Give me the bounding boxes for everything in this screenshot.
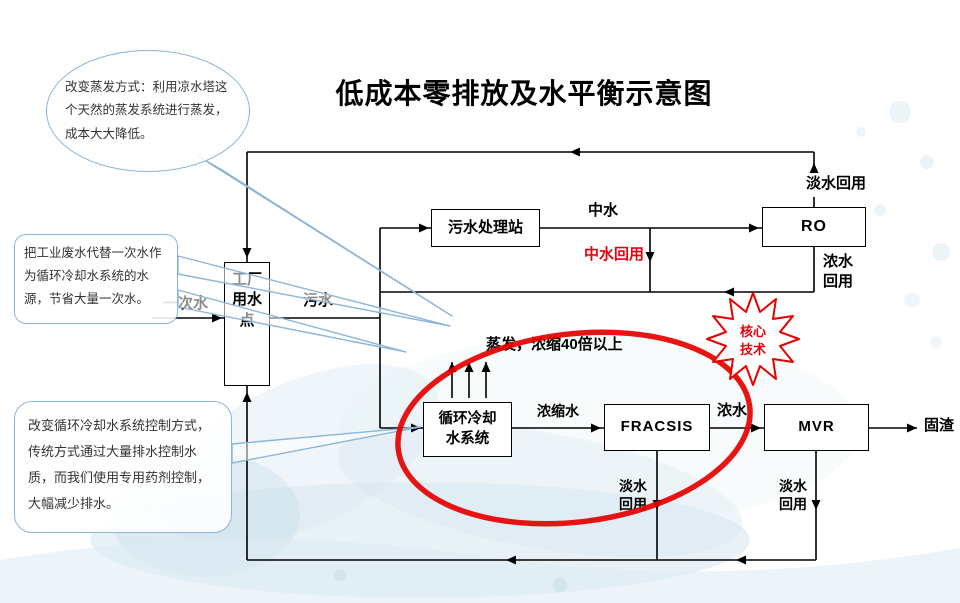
callout-control: 改变循环冷却水系统控制方式，传统方式通过大量排水控制水质，而我们使用专用药剂控制… <box>14 401 232 533</box>
flow-node-ro: RO <box>762 207 866 247</box>
flow-node-sewage-plant-label: 污水处理站 <box>447 218 523 236</box>
flow-node-cooling-system-label: 循环冷却水系统 <box>438 410 497 447</box>
flow-node-fracsis: FRACSIS <box>604 404 710 451</box>
label-reclaimed-water-reuse: 中水回用 <box>584 246 645 263</box>
flow-node-mvr-label: MVR <box>798 418 835 436</box>
flow-node-ro-label: RO <box>801 218 827 236</box>
label-fresh-water-reuse-mvr: 淡水回用 <box>779 478 807 513</box>
callout-pointer-wastewater-a <box>177 255 451 327</box>
flow-node-fracsis-label: FRACSIS <box>620 418 694 436</box>
core-technology-starburst <box>706 292 800 386</box>
label-solid-residue: 固渣 <box>924 417 955 434</box>
core-technology-badge: 核心技术 <box>739 324 766 358</box>
label-reclaimed-water: 中水 <box>588 202 619 219</box>
red-emphasis-ellipse <box>395 329 753 527</box>
label-concentrate: 浓水 <box>717 402 748 419</box>
callout-pointer-wastewater-b <box>177 289 407 353</box>
flow-node-sewage-plant: 污水处理站 <box>431 209 540 247</box>
callout-evaporation: 改变蒸发方式：利用凉水塔这个天然的蒸发系统进行蒸发，成本大大降低。 <box>46 50 250 172</box>
label-concentrate-reuse: 浓水回用 <box>822 253 853 290</box>
callout-evaporation-text: 改变蒸发方式：利用凉水塔这个天然的蒸发系统进行蒸发，成本大大降低。 <box>65 80 228 141</box>
label-concentrated-water: 浓缩水 <box>537 403 579 419</box>
callout-pointer-control <box>231 426 421 464</box>
callout-pointers <box>177 155 453 464</box>
flow-node-cooling-system: 循环冷却水系统 <box>423 402 512 457</box>
callout-pointer-evaporation <box>197 155 453 317</box>
page-title: 低成本零排放及水平衡示意图 <box>335 79 713 110</box>
flow-arrowheads <box>212 147 917 565</box>
callout-control-text: 改变循环冷却水系统控制方式，传统方式通过大量排水控制水质，而我们使用专用药剂控制… <box>28 418 211 511</box>
label-fresh-water-reuse-top: 淡水回用 <box>806 175 867 192</box>
flow-node-mvr: MVR <box>764 404 869 451</box>
callout-wastewater-text: 把工业废水代替一次水作为循环冷却水系统的水源，节省大量一次水。 <box>24 246 162 307</box>
callout-wastewater: 把工业废水代替一次水作为循环冷却水系统的水源，节省大量一次水。 <box>14 234 178 324</box>
